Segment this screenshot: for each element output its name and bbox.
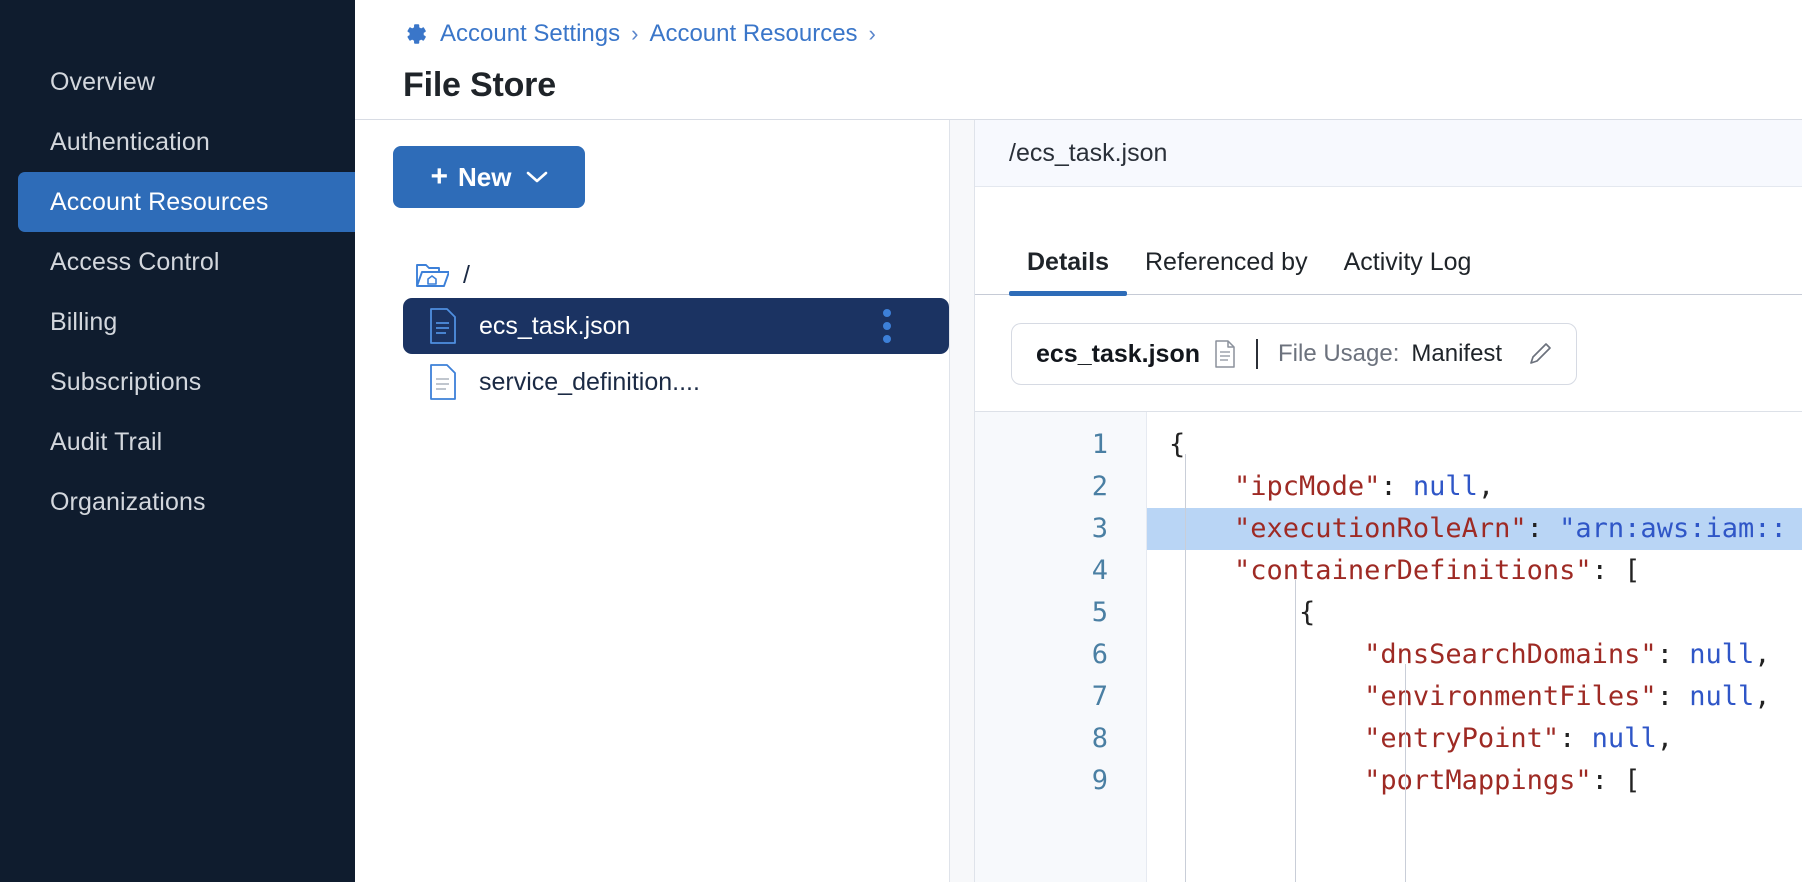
sidebar-item-label: Audit Trail — [50, 427, 163, 456]
breadcrumb-item-account-settings[interactable]: Account Settings — [440, 20, 621, 47]
sidebar-item-audit-trail[interactable]: Audit Trail — [18, 412, 355, 472]
line-number: 3 — [1091, 513, 1108, 544]
json-file-icon — [430, 364, 456, 400]
sidebar-item-label: Subscriptions — [50, 367, 202, 396]
code-line[interactable]: "environmentFiles": null, — [1364, 681, 1771, 712]
file-usage-card: ecs_task.json File Usage: Manifest — [1011, 323, 1578, 385]
line-number: 4 — [1091, 555, 1108, 586]
new-button-label: New — [458, 161, 512, 192]
sidebar-item-access-control[interactable]: Access Control — [18, 232, 355, 292]
breadcrumb: Account Settings › Account Resources › — [403, 14, 1802, 54]
file-tree-panel: + New / ecs_task.json — [355, 120, 950, 882]
sidebar-item-billing[interactable]: Billing — [18, 292, 355, 352]
gear-icon[interactable] — [403, 21, 429, 47]
sidebar-item-account-resources[interactable]: Account Resources — [18, 172, 355, 232]
file-usage-wrap: ecs_task.json File Usage: Manifest — [975, 295, 1802, 411]
usage-value: Manifest — [1411, 340, 1503, 367]
usage-divider — [1256, 339, 1258, 369]
sidebar-item-label: Overview — [50, 67, 155, 96]
detail-tabs: Details Referenced by Activity Log — [975, 187, 1802, 296]
tab-activity-log[interactable]: Activity Log — [1326, 248, 1490, 294]
usage-file-name: ecs_task.json — [1036, 339, 1200, 368]
sidebar-item-label: Access Control — [50, 247, 220, 276]
page-header: Account Settings › Account Resources › F… — [355, 0, 1802, 120]
sidebar-item-label: Billing — [50, 307, 118, 336]
kebab-menu-icon[interactable] — [883, 309, 891, 343]
tab-label: Referenced by — [1144, 248, 1308, 276]
sidebar-item-overview[interactable]: Overview — [18, 52, 355, 112]
content-split: + New / ecs_task.json — [355, 120, 1802, 882]
line-number: 6 — [1091, 639, 1108, 670]
line-number: 1 — [1091, 429, 1108, 460]
sidebar-item-authentication[interactable]: Authentication — [18, 112, 355, 172]
page-title: File Store — [403, 66, 556, 104]
code-line[interactable]: "ipcMode": null, — [1234, 471, 1495, 502]
indent-guide — [1185, 454, 1186, 882]
file-name: service_definition.... — [479, 367, 700, 396]
code-editor[interactable]: 1 2 3 4 5 6 7 8 9 { "ipcMode": null, "executionR… — [975, 411, 1802, 882]
breadcrumb-separator-2: › — [868, 21, 876, 46]
breadcrumb-separator: › — [631, 21, 639, 46]
plus-icon: + — [430, 160, 449, 193]
line-number: 9 — [1091, 765, 1108, 796]
code-line[interactable]: "entryPoint": null, — [1364, 723, 1673, 754]
pencil-icon[interactable] — [1526, 340, 1554, 368]
breadcrumb-item-account-resources[interactable]: Account Resources — [649, 20, 858, 47]
line-number: 2 — [1091, 471, 1108, 502]
code-content[interactable]: { "ipcMode": null, "executionRoleArn": "… — [1147, 412, 1802, 882]
usage-label: File Usage: — [1278, 340, 1400, 367]
new-button[interactable]: + New — [393, 146, 585, 208]
json-file-icon — [430, 308, 456, 344]
sidebar-item-label: Account Resources — [50, 187, 269, 216]
file-tree-row[interactable]: ecs_task.json — [403, 298, 949, 354]
line-number: 8 — [1091, 723, 1108, 754]
tab-details[interactable]: Details — [1009, 248, 1127, 296]
file-tree-row[interactable]: service_definition.... — [403, 354, 949, 410]
line-number: 5 — [1091, 597, 1108, 628]
code-line[interactable]: { — [1169, 429, 1186, 460]
detail-file-path: /ecs_task.json — [1009, 138, 1168, 167]
tab-label: Details — [1027, 248, 1109, 276]
sidebar-item-label: Organizations — [50, 487, 206, 516]
detail-path-bar: /ecs_task.json — [975, 120, 1802, 187]
file-name: ecs_task.json — [479, 311, 631, 340]
panel-splitter[interactable] — [950, 120, 975, 882]
code-line[interactable]: { — [1299, 597, 1316, 628]
tree-root-label: / — [463, 260, 470, 289]
code-line[interactable]: "executionRoleArn": "arn:aws:iam:: — [1147, 508, 1802, 550]
detail-panel: /ecs_task.json Details Referenced by Activ… — [975, 120, 1802, 882]
file-tree: / ecs_task.json service_definition.... — [355, 252, 949, 410]
code-line[interactable]: "dnsSearchDomains": null, — [1364, 639, 1771, 670]
line-number: 7 — [1091, 681, 1108, 712]
code-line[interactable]: "containerDefinitions": [ — [1234, 555, 1641, 586]
sidebar-item-subscriptions[interactable]: Subscriptions — [18, 352, 355, 412]
code-line[interactable]: "portMappings": [ — [1364, 765, 1641, 796]
main-area: Account Settings › Account Resources › F… — [355, 0, 1802, 882]
open-folder-home-icon — [416, 264, 449, 287]
sidebar-item-organizations[interactable]: Organizations — [18, 472, 355, 532]
indent-guide — [1295, 580, 1296, 882]
document-icon — [1215, 340, 1235, 368]
tab-label: Activity Log — [1343, 248, 1472, 276]
line-number-gutter: 1 2 3 4 5 6 7 8 9 — [975, 412, 1147, 882]
tab-referenced-by[interactable]: Referenced by — [1127, 248, 1326, 294]
indent-guide — [1405, 664, 1406, 882]
chevron-down-icon — [526, 171, 547, 183]
tree-root-folder[interactable]: / — [355, 252, 949, 298]
sidebar-item-label: Authentication — [50, 127, 210, 156]
